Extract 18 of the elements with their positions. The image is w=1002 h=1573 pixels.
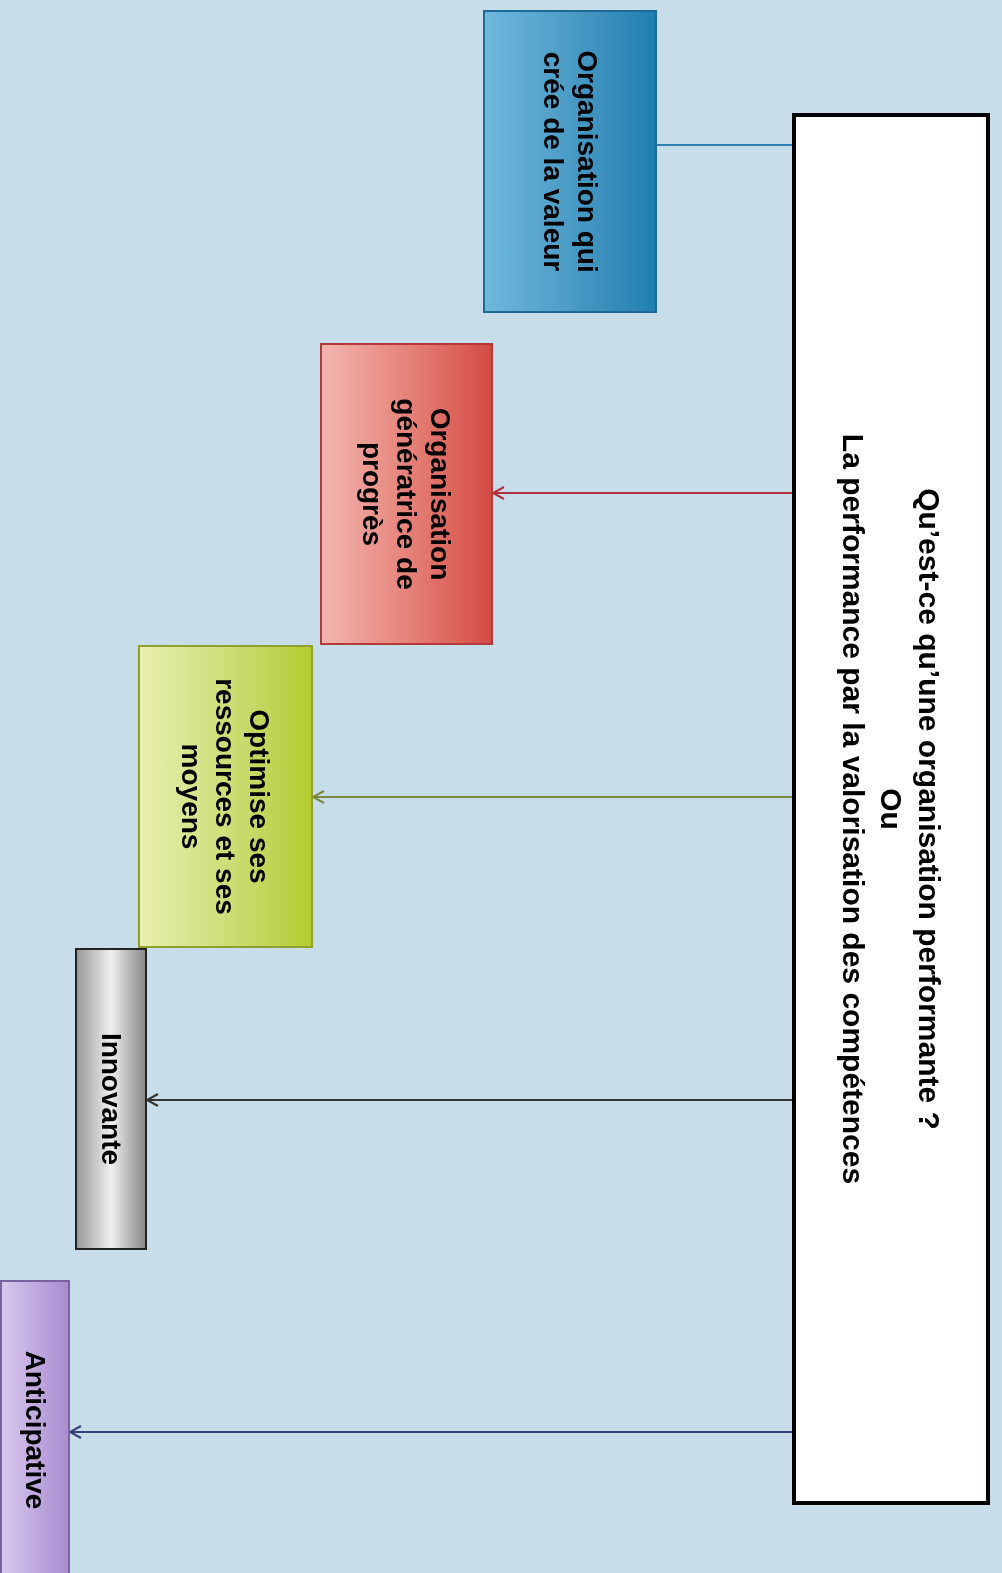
process-box [75,948,147,1250]
box-text: Organisation génératrice de progrès [356,397,458,592]
process-box [138,645,313,948]
box-text: Anticipative [19,1350,52,1510]
box-text: Organisation qui crée de la valeur [537,49,604,275]
box-text: Ou [874,788,909,830]
arrow [492,486,793,500]
arrow [69,1425,793,1439]
box-text: Optimise ses ressources et ses moyens [175,677,277,917]
box-text: Qu’est-ce qu’une organisation performante ? [912,488,947,1130]
process-box [320,343,493,645]
box-text: La performance par la valorisation des compétences [836,433,871,1185]
arrow [312,790,793,804]
box-text: Innovante [95,1032,128,1166]
arrow [146,1093,793,1107]
process-box [0,1280,70,1573]
process-box [483,10,657,313]
title-box [792,113,990,1505]
